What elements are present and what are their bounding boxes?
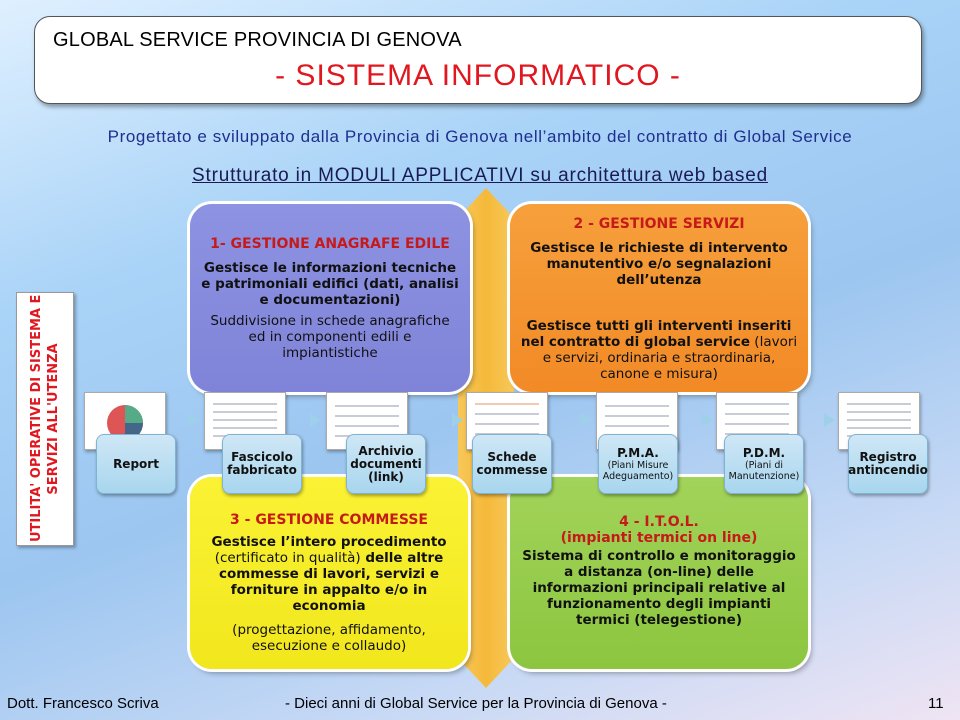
footer-presentation-title: - Dieci anni di Global Service per la Pr…: [285, 695, 667, 712]
module-title: 2 - GESTIONE SERVIZI: [573, 216, 745, 232]
tile-sublabel: (Piani Misure Adeguamento): [602, 459, 674, 482]
flow-arrow-icon: [452, 413, 463, 427]
module-description: Gestisce le informazioni tecniche e patr…: [201, 260, 459, 308]
tile-label: Schede commesse: [476, 450, 548, 477]
tile-sublabel: (Piani di Manutenzione): [728, 459, 800, 482]
side-label-line1: UTILITA' OPERATIVE DI SISTEMA E: [29, 294, 44, 542]
system-title: - SISTEMA INFORMATICO -: [275, 59, 681, 92]
desc-rest: delle altre commesse di lavori, servizi …: [218, 550, 444, 614]
tile-label: P.M.A.: [617, 445, 659, 460]
module-description-detail: (progettazione, affidamento, esecuzione …: [232, 622, 426, 654]
flow-arrow-icon: [702, 413, 713, 427]
flow-arrow-icon: [824, 413, 835, 427]
module-gestione-commesse: 3 - GESTIONE COMMESSE Gestisce l’intero …: [190, 477, 468, 669]
footer-author: Dott. Francesco Scriva: [7, 695, 159, 712]
desc-bold: Gestisce l’intero procedimento: [211, 534, 447, 550]
page-number: 11: [928, 695, 944, 712]
tile-label: Registro antincendio: [848, 450, 928, 477]
module-title: 3 - GESTIONE COMMESSE: [230, 512, 428, 528]
registro-antincendio-tile[interactable]: Registro antincendio: [848, 434, 928, 494]
tile-label: Fascicolo fabbricato: [227, 450, 297, 477]
structure-line: Strutturato in MODULI APPLICATIVI su arc…: [192, 165, 768, 186]
header-box: GLOBAL SERVICE PROVINCIA DI GENOVA - SIS…: [34, 16, 922, 104]
subtitle: Progettato e sviluppato dalla Provincia …: [107, 127, 853, 146]
tile-label: Report: [113, 456, 159, 471]
detail-bold: Gestisce tutti gli interventi inseriti n…: [520, 318, 792, 350]
flow-arrow-icon: [580, 413, 591, 427]
pdm-tile[interactable]: P.D.M.(Piani di Manutenzione): [724, 434, 804, 494]
module-description: Gestisce le richieste di intervento manu…: [530, 240, 788, 288]
pma-tile[interactable]: P.M.A.(Piani Misure Adeguamento): [598, 434, 678, 494]
module-description-detail: Suddivisione in schede anagrafiche ed in…: [210, 313, 450, 361]
org-title: GLOBAL SERVICE PROVINCIA DI GENOVA: [53, 29, 462, 51]
archivio-documenti-tile[interactable]: Archivio documenti (link): [346, 434, 426, 494]
tile-label: Archivio documenti (link): [350, 443, 422, 484]
report-tile[interactable]: Report: [96, 434, 176, 494]
module-itol: 4 - I.T.O.L. (impianti termici on line) …: [510, 477, 808, 669]
desc-light: (certificato in qualità): [214, 550, 361, 566]
module-gestione-servizi: 2 - GESTIONE SERVIZI Gestisce le richies…: [510, 204, 808, 392]
schede-commesse-tile[interactable]: Schede commesse: [472, 434, 552, 494]
module-description-detail: Gestisce tutti gli interventi inseriti n…: [520, 318, 798, 382]
side-label-line2: SERVIZI ALL'UTENZA: [46, 343, 61, 495]
tile-label: P.D.M.: [742, 445, 786, 460]
module-anagrafe-edile: 1- GESTIONE ANAGRAFE EDILE Gestisce le i…: [190, 204, 470, 392]
module-title: 4 - I.T.O.L.: [619, 514, 699, 530]
detail-light: (lavori e servizi, ordinaria e straordin…: [542, 334, 798, 382]
module-description: Gestisce l’intero procedimento (certific…: [200, 534, 458, 614]
side-label-text: UTILITA' OPERATIVE DI SISTEMA E SERVIZI …: [28, 294, 62, 542]
flow-arrow-icon: [310, 413, 321, 427]
flow-arrow-icon: [188, 413, 199, 427]
module-title: 1- GESTIONE ANAGRAFE EDILE: [210, 236, 450, 252]
module-description: Sistema di controllo e monitoraggio a di…: [522, 548, 796, 628]
side-label-box: UTILITA' OPERATIVE DI SISTEMA E SERVIZI …: [16, 292, 74, 546]
module-subtitle: (impianti termici on line): [560, 530, 758, 546]
fascicolo-fabbricato-tile[interactable]: Fascicolo fabbricato: [222, 434, 302, 494]
